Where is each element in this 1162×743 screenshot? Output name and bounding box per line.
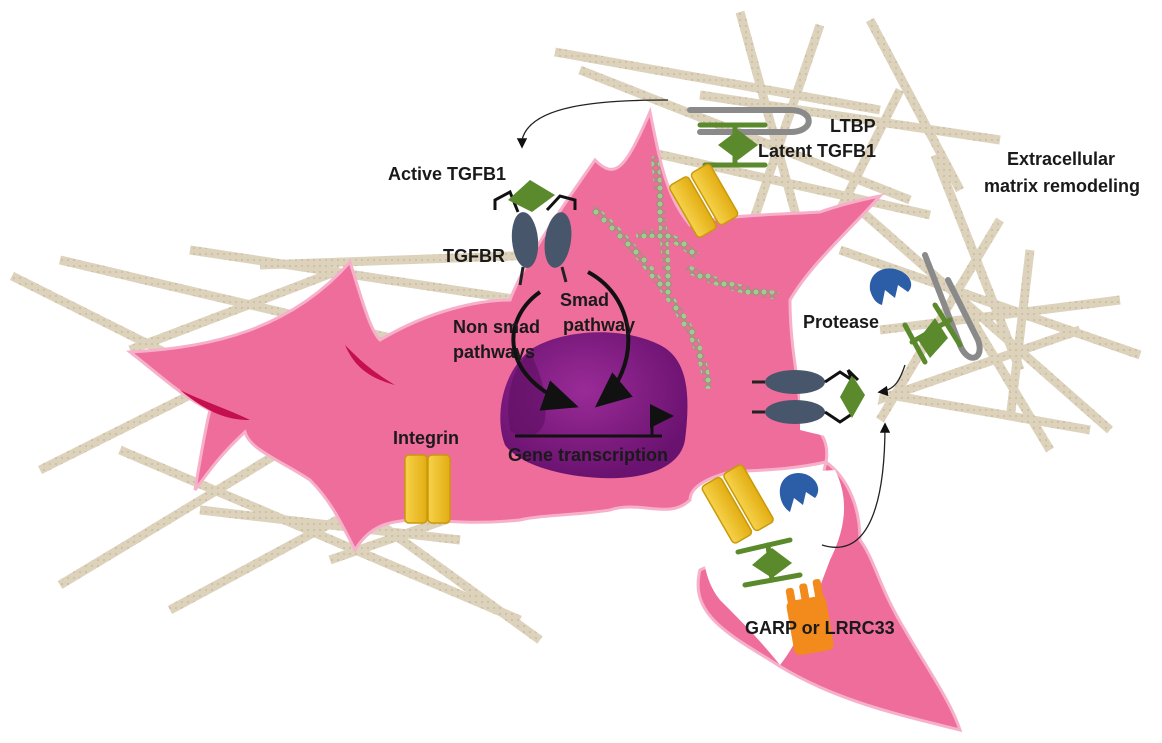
integrin-icon — [405, 455, 450, 523]
ecm-fiber — [870, 20, 960, 190]
ecm-label-line1: Extracellular — [1007, 149, 1115, 169]
tgfbr-label: TGFBR — [443, 246, 505, 266]
smad-label-line1: Smad — [560, 290, 609, 310]
non-smad-label-line2: pathways — [453, 342, 535, 362]
protease-icon — [870, 268, 911, 305]
active-tgfb1-label: Active TGFB1 — [388, 164, 506, 184]
latent-tgfb1-right-icon — [905, 305, 960, 362]
non-smad-label-line1: Non smad — [453, 317, 540, 337]
smad-label-line2: pathway — [563, 315, 635, 335]
integrin-label: Integrin — [393, 428, 459, 448]
ecm-label-line2: matrix remodeling — [984, 176, 1140, 196]
ecm-fiber — [890, 395, 1090, 430]
garp-label: GARP or LRRC33 — [745, 618, 895, 638]
latent-tgfb1-label: Latent TGFB1 — [758, 141, 876, 161]
protease-label: Protease — [803, 312, 879, 332]
gene-transcription-label: Gene transcription — [508, 445, 668, 465]
ltbp-label: LTBP — [830, 116, 876, 136]
